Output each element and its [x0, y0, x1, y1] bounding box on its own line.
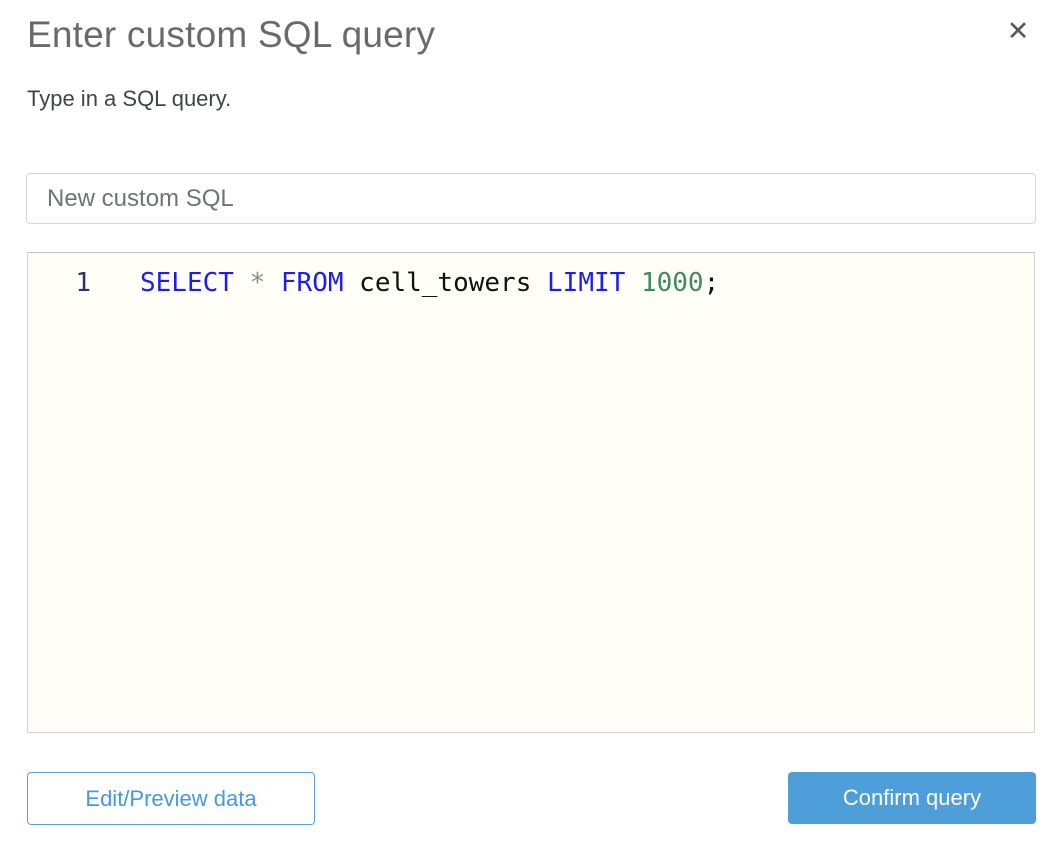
confirm-query-button[interactable]: Confirm query: [788, 772, 1036, 824]
sql-token-punctuation: ;: [703, 268, 720, 298]
sql-code-text: SELECT * FROM cell_towers LIMIT 1000;: [140, 266, 719, 300]
dialog-title: Enter custom SQL query: [27, 14, 436, 55]
sql-token-keyword: LIMIT: [547, 268, 626, 298]
sql-token-operator: *: [233, 268, 281, 298]
sql-token-identifier: cell_towers: [343, 268, 548, 298]
edit-preview-data-button[interactable]: Edit/Preview data: [27, 772, 315, 825]
sql-token-number: 1000: [625, 268, 704, 298]
sql-code-editor[interactable]: 1 SELECT * FROM cell_towers LIMIT 1000;: [27, 252, 1035, 733]
dialog-subtitle: Type in a SQL query.: [27, 86, 232, 111]
code-line: 1 SELECT * FROM cell_towers LIMIT 1000;: [28, 253, 1034, 300]
sql-token-keyword: FROM: [280, 268, 344, 298]
line-number: 1: [75, 268, 91, 298]
sql-token-keyword: SELECT: [140, 268, 234, 298]
custom-sql-name-input[interactable]: [26, 173, 1036, 224]
close-icon[interactable]: ✕: [1001, 14, 1035, 48]
